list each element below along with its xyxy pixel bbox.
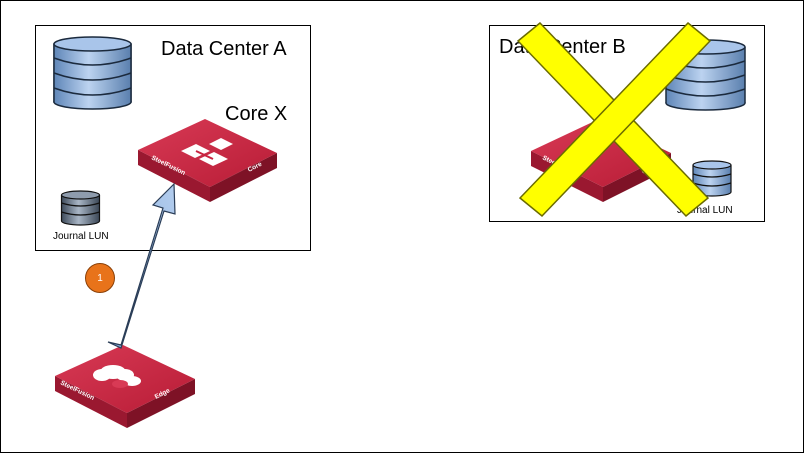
storage-array-a-icon [53,36,132,110]
edge-appliance: SteelFusion Edge [55,345,195,428]
journal-lun-a-label: Journal LUN [53,231,109,242]
core-x-appliance: SteelFusion Core [138,119,277,202]
journal-lun-b-label: Journal LUN [677,205,733,216]
data-center-a-title: Data Center A [161,38,287,60]
journal-lun-b-icon [692,160,732,197]
step-1-badge: 1 [85,263,115,293]
core-logo-icon [181,138,233,166]
edge-to-core-arrow [107,182,176,349]
journal-lun-a-icon [60,190,101,226]
failure-x-icon [516,21,712,218]
core-x-label: Core X [225,103,288,125]
cloud-icon [93,365,141,388]
